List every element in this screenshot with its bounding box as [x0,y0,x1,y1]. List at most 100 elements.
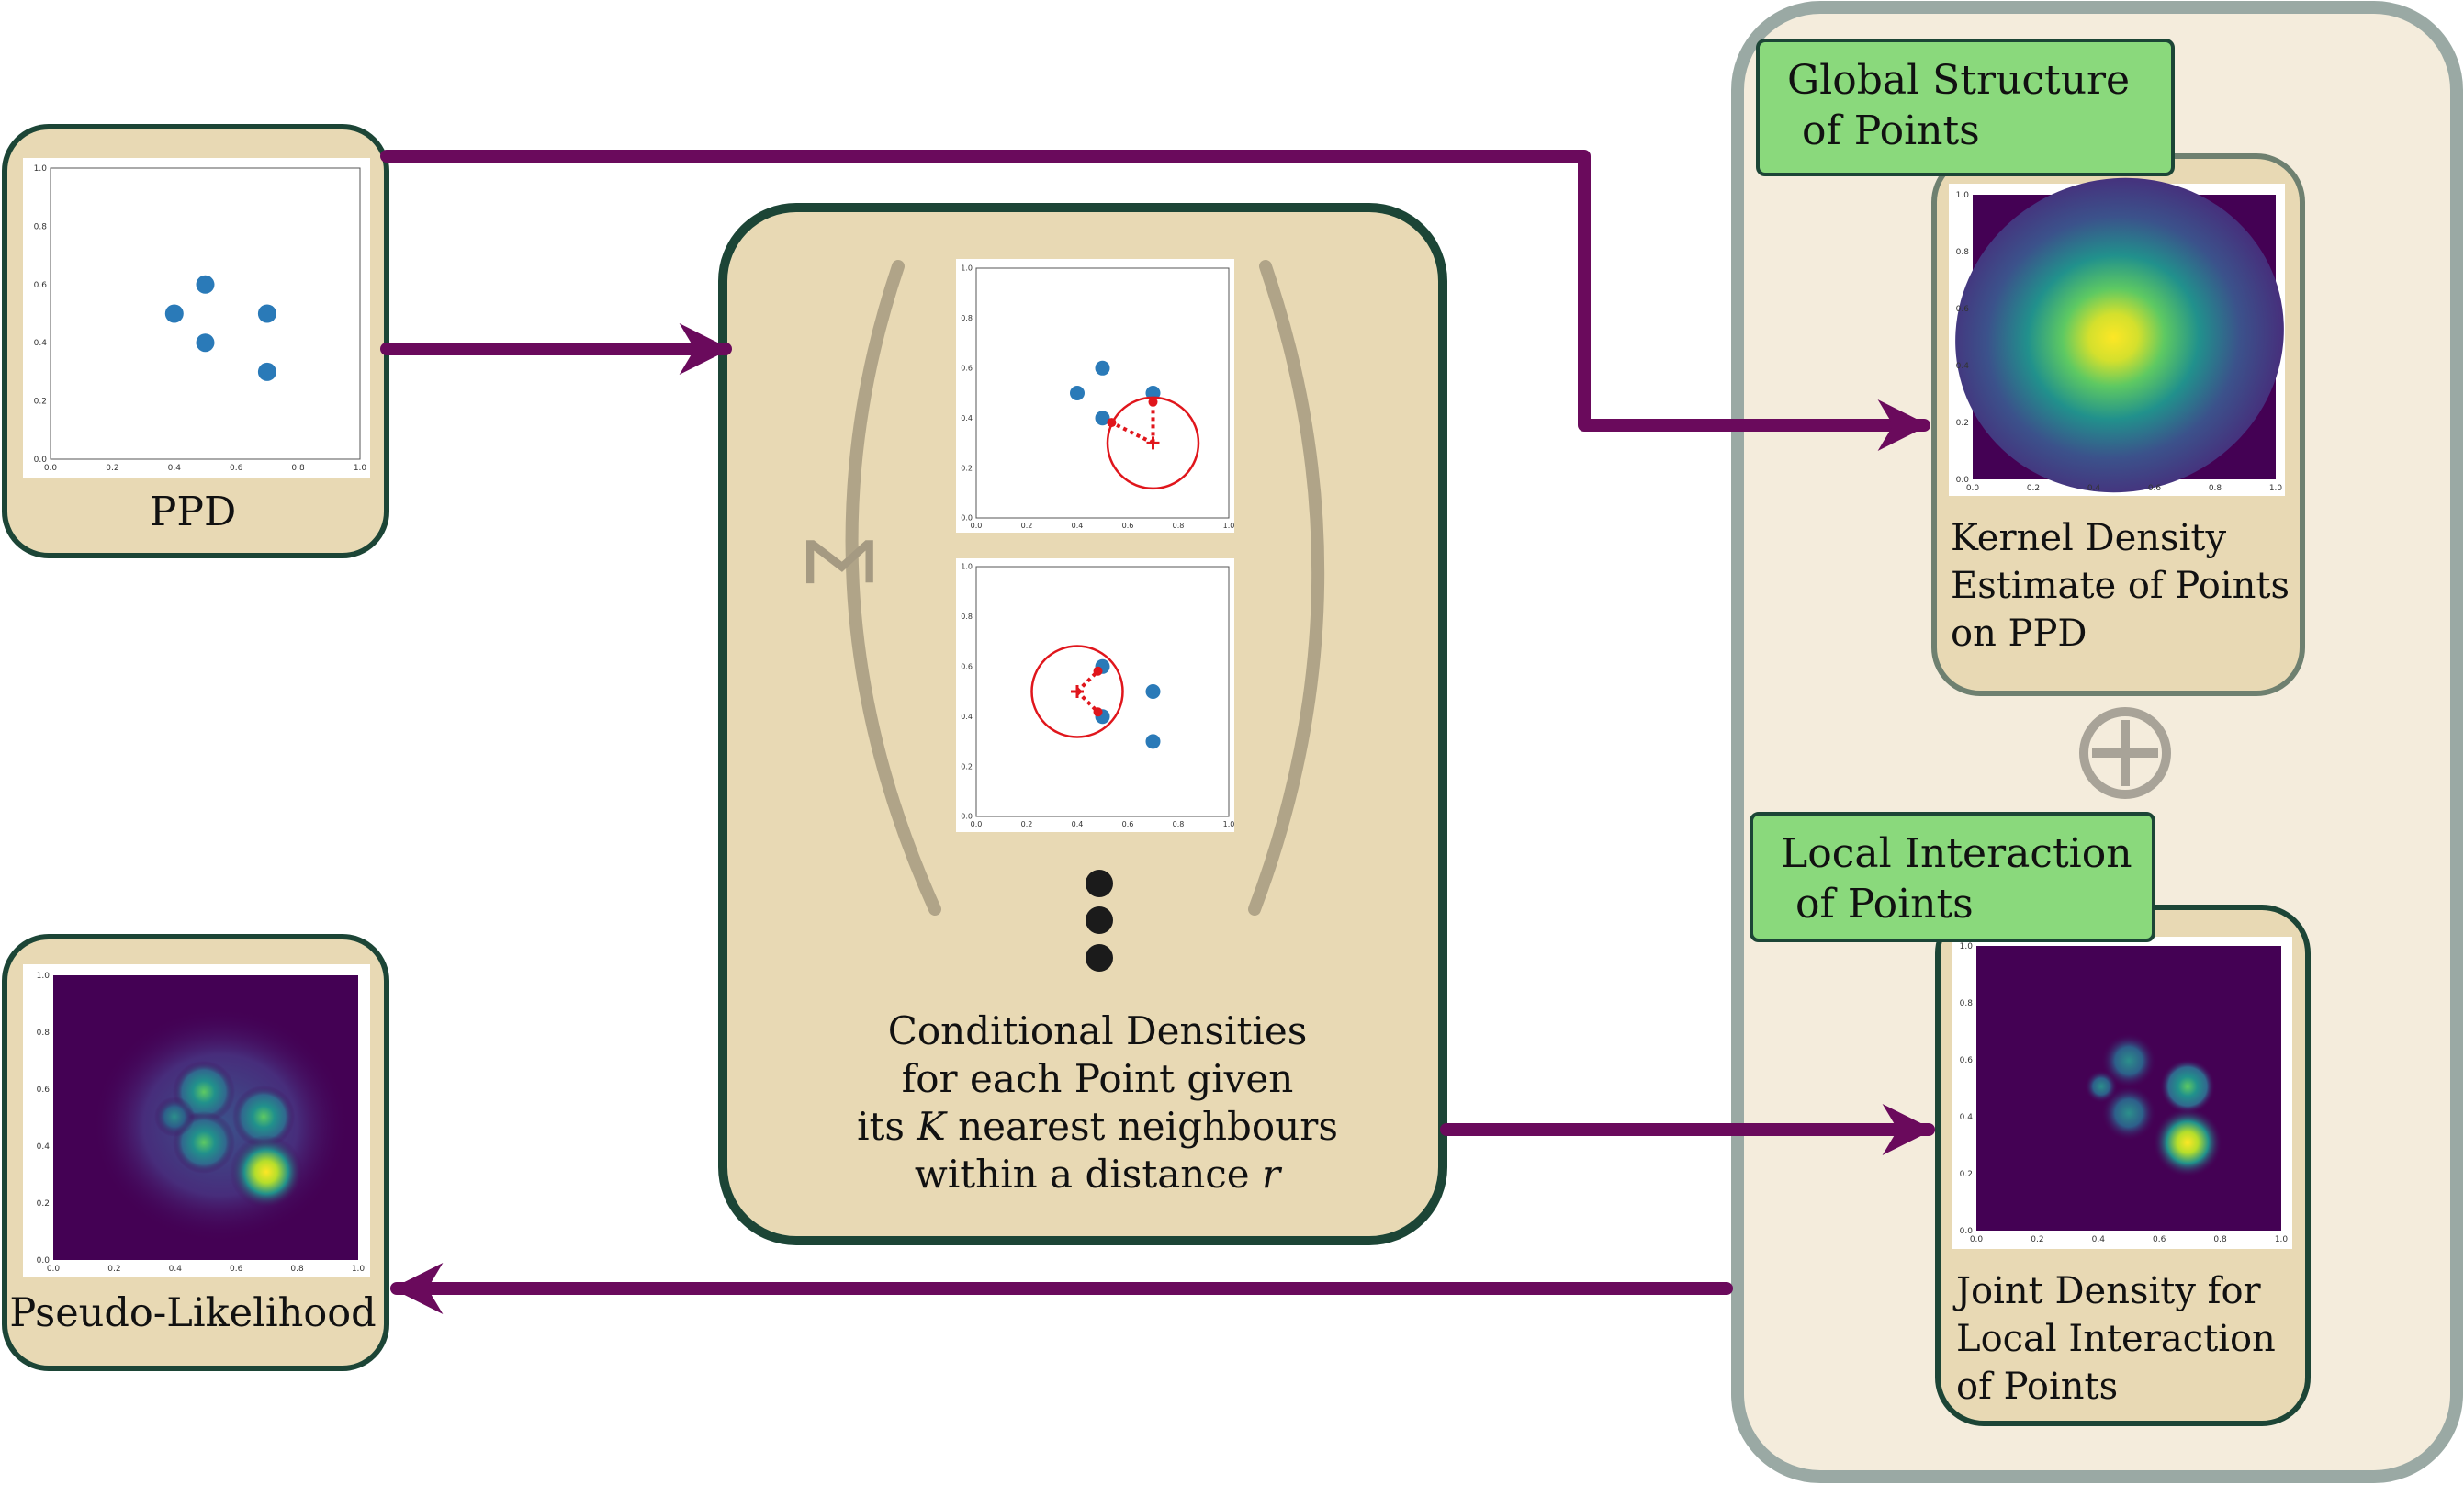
y-tick-label: 0.4 [37,1142,51,1152]
x-tick-label: 0.2 [106,464,118,473]
y-tick-label: 0.4 [34,339,48,348]
conditional-panel-2: 0.00.00.20.20.40.40.60.60.80.81.01.0 [956,558,1234,832]
x-tick-label: 0.0 [971,820,983,828]
x-tick-label: 0.4 [169,1265,183,1274]
arrow-ppd-to-kde [380,150,1930,451]
y-tick-label: 0.8 [34,222,48,231]
x-tick-label: 1.0 [354,464,367,473]
data-point [164,304,184,323]
x-tick-label: 0.6 [1122,522,1134,530]
kde-caption: Kernel Density Estimate of Points on PPD [1951,517,2290,655]
y-tick-label: 0.6 [37,1086,51,1095]
y-tick-label: 0.2 [961,464,973,472]
global-structure-tag: Global Structure of Points [1756,39,2175,176]
x-tick-label: 1.0 [352,1265,366,1274]
data-point [196,333,215,353]
pseudo-likelihood-label: Pseudo-Likelihood [9,1290,377,1336]
ellipsis-dot-1 [1086,870,1113,897]
y-tick-label: 0.0 [1956,476,1970,485]
x-tick-label: 0.8 [1173,522,1185,530]
local-interaction-tag: Local Interaction of Points [1750,812,2155,942]
x-tick-label: 1.0 [2275,1235,2289,1244]
x-tick-label: 0.6 [2153,1235,2166,1244]
joint-density-heatmap: 0.00.00.20.20.40.40.60.60.80.81.01.0 [1952,937,2292,1249]
plot-background [23,158,370,478]
pseudo-likelihood-heatmap: 0.00.00.20.20.40.40.60.60.80.81.01.0 [23,964,370,1277]
right-parenthesis [1248,260,1325,916]
x-tick-label: 0.6 [230,464,243,473]
y-tick-label: 0.0 [1960,1227,1974,1236]
x-tick-label: 0.4 [2092,1235,2106,1244]
conditional-caption: Conditional Densities for each Point giv… [762,1007,1433,1198]
plot-background [956,558,1234,832]
x-tick-label: 1.0 [1223,820,1235,828]
neighbourhood-circle [1030,645,1124,738]
caption-line-2: for each Point given [901,1056,1294,1101]
data-point [257,362,276,381]
y-tick-label: 0.4 [1956,362,1970,371]
y-tick-label: 0.0 [37,1256,51,1266]
x-tick-label: 0.2 [1021,820,1033,828]
y-tick-label: 0.6 [961,364,973,372]
x-tick-label: 0.8 [291,464,305,473]
flow-arrows [380,150,1935,1314]
x-tick-label: 1.0 [1223,522,1235,530]
ppd-scatter-plot: 0.00.00.20.20.40.40.60.60.80.81.01.0 [23,158,370,478]
neighbour-link [1110,421,1154,445]
ellipsis-dot-3 [1086,944,1113,972]
y-tick-label: 1.0 [1960,942,1974,951]
x-tick-label: 1.0 [2269,484,2283,493]
y-tick-label: 1.0 [37,972,51,981]
x-tick-label: 0.6 [2148,484,2162,493]
data-point [1145,734,1161,749]
x-tick-label: 0.4 [2087,484,2101,493]
x-tick-label: 0.0 [44,464,58,473]
caption-line-4: within a distance r [914,1152,1281,1197]
y-tick-label: 1.0 [961,563,973,571]
x-tick-label: 0.0 [1966,484,1980,493]
y-tick-label: 0.4 [961,713,973,721]
y-tick-label: 0.0 [961,514,973,523]
sum-symbol: Σ [784,531,892,589]
x-tick-label: 0.8 [2213,1235,2227,1244]
x-tick-label: 0.4 [1072,522,1084,530]
data-point [1145,684,1161,699]
y-tick-label: 0.8 [37,1029,51,1038]
kde-axis-ticks: 0.00.00.20.20.40.40.60.60.80.81.01.0 [1956,191,2283,493]
x-tick-label: 0.2 [2027,484,2040,493]
data-point [257,304,276,323]
y-tick-label: 0.8 [1960,999,1974,1008]
caption-line-1: Conditional Densities [887,1008,1308,1053]
x-tick-label: 0.0 [971,522,983,530]
plot-axes-frame [975,267,1230,519]
y-tick-label: 0.8 [961,314,973,322]
joint-density-axis-ticks: 0.00.00.20.20.40.40.60.60.80.81.01.0 [1960,942,2289,1244]
y-tick-label: 0.2 [1960,1170,1973,1179]
x-tick-label: 0.0 [1970,1235,1984,1244]
plot-background [956,259,1234,533]
plot-axes-frame [50,167,361,460]
left-parenthesis [845,260,941,916]
y-tick-label: 1.0 [1956,191,1970,200]
neighbour-arrowhead [1093,707,1103,717]
y-tick-label: 0.2 [34,398,47,407]
joint-density-caption: Joint Density for Local Interaction of P… [1956,1270,2276,1408]
y-tick-label: 1.0 [34,164,48,174]
y-tick-label: 1.0 [961,264,973,273]
x-tick-label: 0.4 [168,464,182,473]
ellipsis-dot-2 [1086,906,1113,934]
plot-axes-frame [975,566,1230,817]
combine-plus-icon [2079,707,2171,799]
x-tick-label: 0.2 [1021,522,1033,530]
caption-line-3: its K nearest neighbours [857,1104,1338,1149]
y-tick-label: 0.6 [961,662,973,670]
data-point [1095,360,1110,376]
x-tick-label: 0.6 [1122,820,1134,828]
y-tick-label: 0.8 [961,613,973,621]
ppd-label: PPD [149,489,237,535]
y-tick-label: 0.6 [1956,305,1970,314]
neighbour-link [1075,690,1099,714]
y-tick-label: 0.8 [1956,248,1970,257]
x-tick-label: 0.6 [230,1265,243,1274]
